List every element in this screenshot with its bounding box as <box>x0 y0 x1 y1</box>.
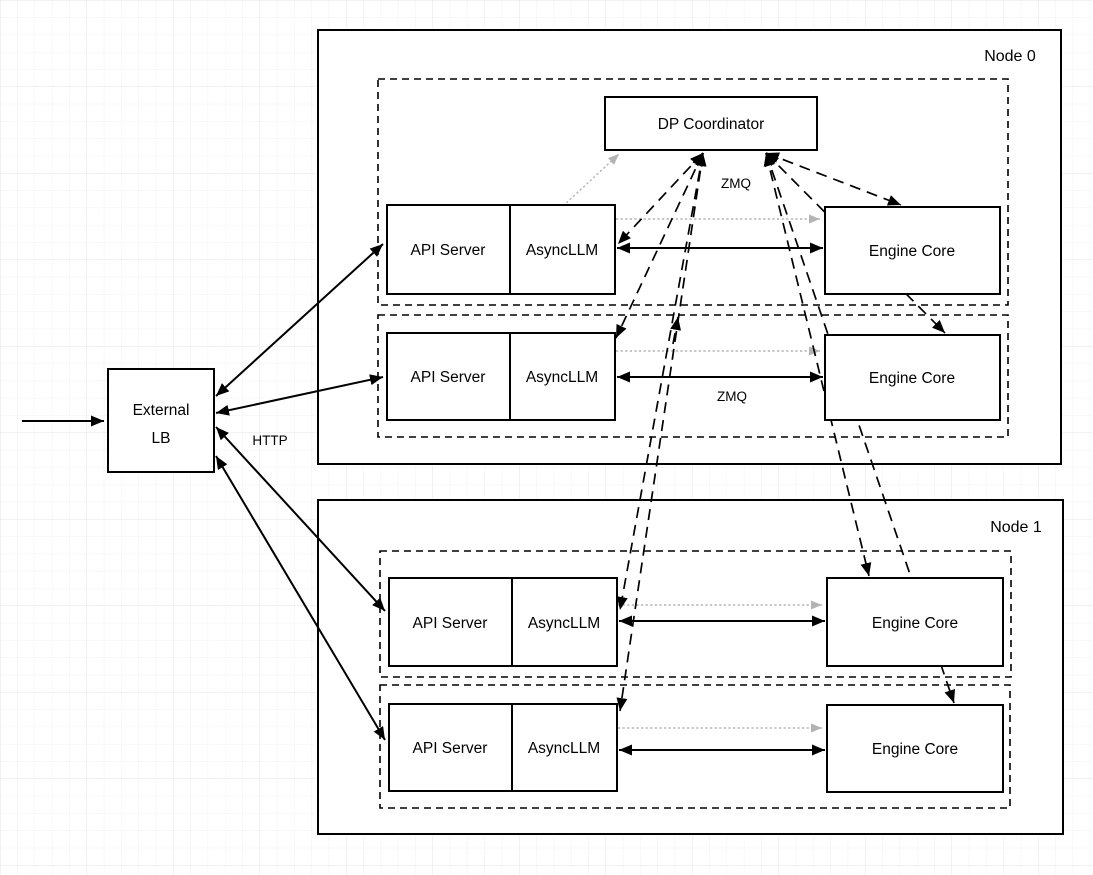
api-async-box-n1r1 <box>388 577 618 667</box>
dashed-stub-group-boundary <box>670 316 682 345</box>
arrow-lb-api2 <box>215 374 384 416</box>
dp-coordinator-label: DP Coordinator <box>658 116 765 133</box>
dotted-arrow-async1-coordinator <box>562 153 620 207</box>
api-async-box-n0r2 <box>386 332 616 421</box>
asyncllm-label-n1r2: AsyncLLM <box>528 740 600 757</box>
api-async-box-n0r1 <box>386 204 616 295</box>
api-server-label-n1r2: API Server <box>413 740 488 757</box>
engine-core-box-n0r1 <box>824 206 1001 295</box>
engine-core-label-n1r1: Engine Core <box>872 615 958 632</box>
engine-core-box-n1r2 <box>826 704 1004 793</box>
dashed-link-coordinator-async4 <box>616 152 707 712</box>
arrow-lb-api1 <box>215 243 384 397</box>
engine-core-box-n1r1 <box>826 577 1004 667</box>
dashed-link-coordinator-engine4 <box>765 152 955 704</box>
asyncllm-label-n0r1: AsyncLLM <box>526 242 598 259</box>
engine-core-label-n1r2: Engine Core <box>872 741 958 758</box>
http-label: HTTP <box>252 433 287 448</box>
node1-label: Node 1 <box>990 519 1042 536</box>
api-server-label-n1r1: API Server <box>413 615 488 632</box>
api-server-label-n0r2: API Server <box>411 369 486 386</box>
dp-coordinator-box <box>604 96 818 151</box>
zmq-label-row2: ZMQ <box>717 389 747 404</box>
engine-core-label-n0r2: Engine Core <box>869 370 955 387</box>
external-lb-label-line1: External <box>133 402 190 419</box>
external-lb-label-line2: LB <box>152 430 171 447</box>
engine-core-label-n0r1: Engine Core <box>869 243 955 260</box>
arrow-lb-api4 <box>215 455 386 741</box>
node0-label: Node 0 <box>984 48 1036 65</box>
engine-core-box-n0r2 <box>824 334 1001 421</box>
zmq-label-coordinator: ZMQ <box>721 176 751 191</box>
asyncllm-label-n1r1: AsyncLLM <box>528 615 600 632</box>
api-server-label-n0r1: API Server <box>411 242 486 259</box>
external-lb-box <box>107 368 215 473</box>
asyncllm-label-n0r2: AsyncLLM <box>526 369 598 386</box>
api-async-box-n1r2 <box>388 703 618 792</box>
